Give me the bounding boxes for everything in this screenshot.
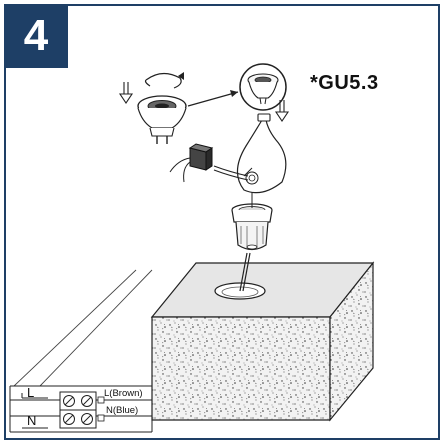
zoom-guide-line <box>13 269 137 387</box>
down-arrow-icon <box>274 100 290 122</box>
waterproof-sleeve <box>236 113 287 194</box>
gu53-bulb <box>137 95 187 144</box>
socket-housing <box>231 203 273 251</box>
rotate-arrow-icon <box>144 72 184 89</box>
bulb-detail-circle <box>239 63 287 111</box>
neutral-wire-label: N(Blue) <box>106 405 138 416</box>
supply-cable <box>239 252 248 292</box>
terminal-screw-icon <box>63 395 75 407</box>
concrete-block <box>150 261 375 422</box>
terminal-screw-icon <box>63 413 75 425</box>
pointer-arrow <box>187 91 239 107</box>
down-arrow-icon <box>118 82 134 104</box>
wire-connector <box>169 143 214 183</box>
terminal-block <box>9 385 153 433</box>
step-number-badge: 4 <box>4 4 68 68</box>
live-wire-label: L(Brown) <box>104 388 143 399</box>
bulb-type-label: *GU5.3 <box>310 72 379 94</box>
neutral-letter: N <box>27 413 36 428</box>
terminal-screw-icon <box>81 395 93 407</box>
terminal-screw-icon <box>81 413 93 425</box>
live-letter: L <box>27 385 34 400</box>
